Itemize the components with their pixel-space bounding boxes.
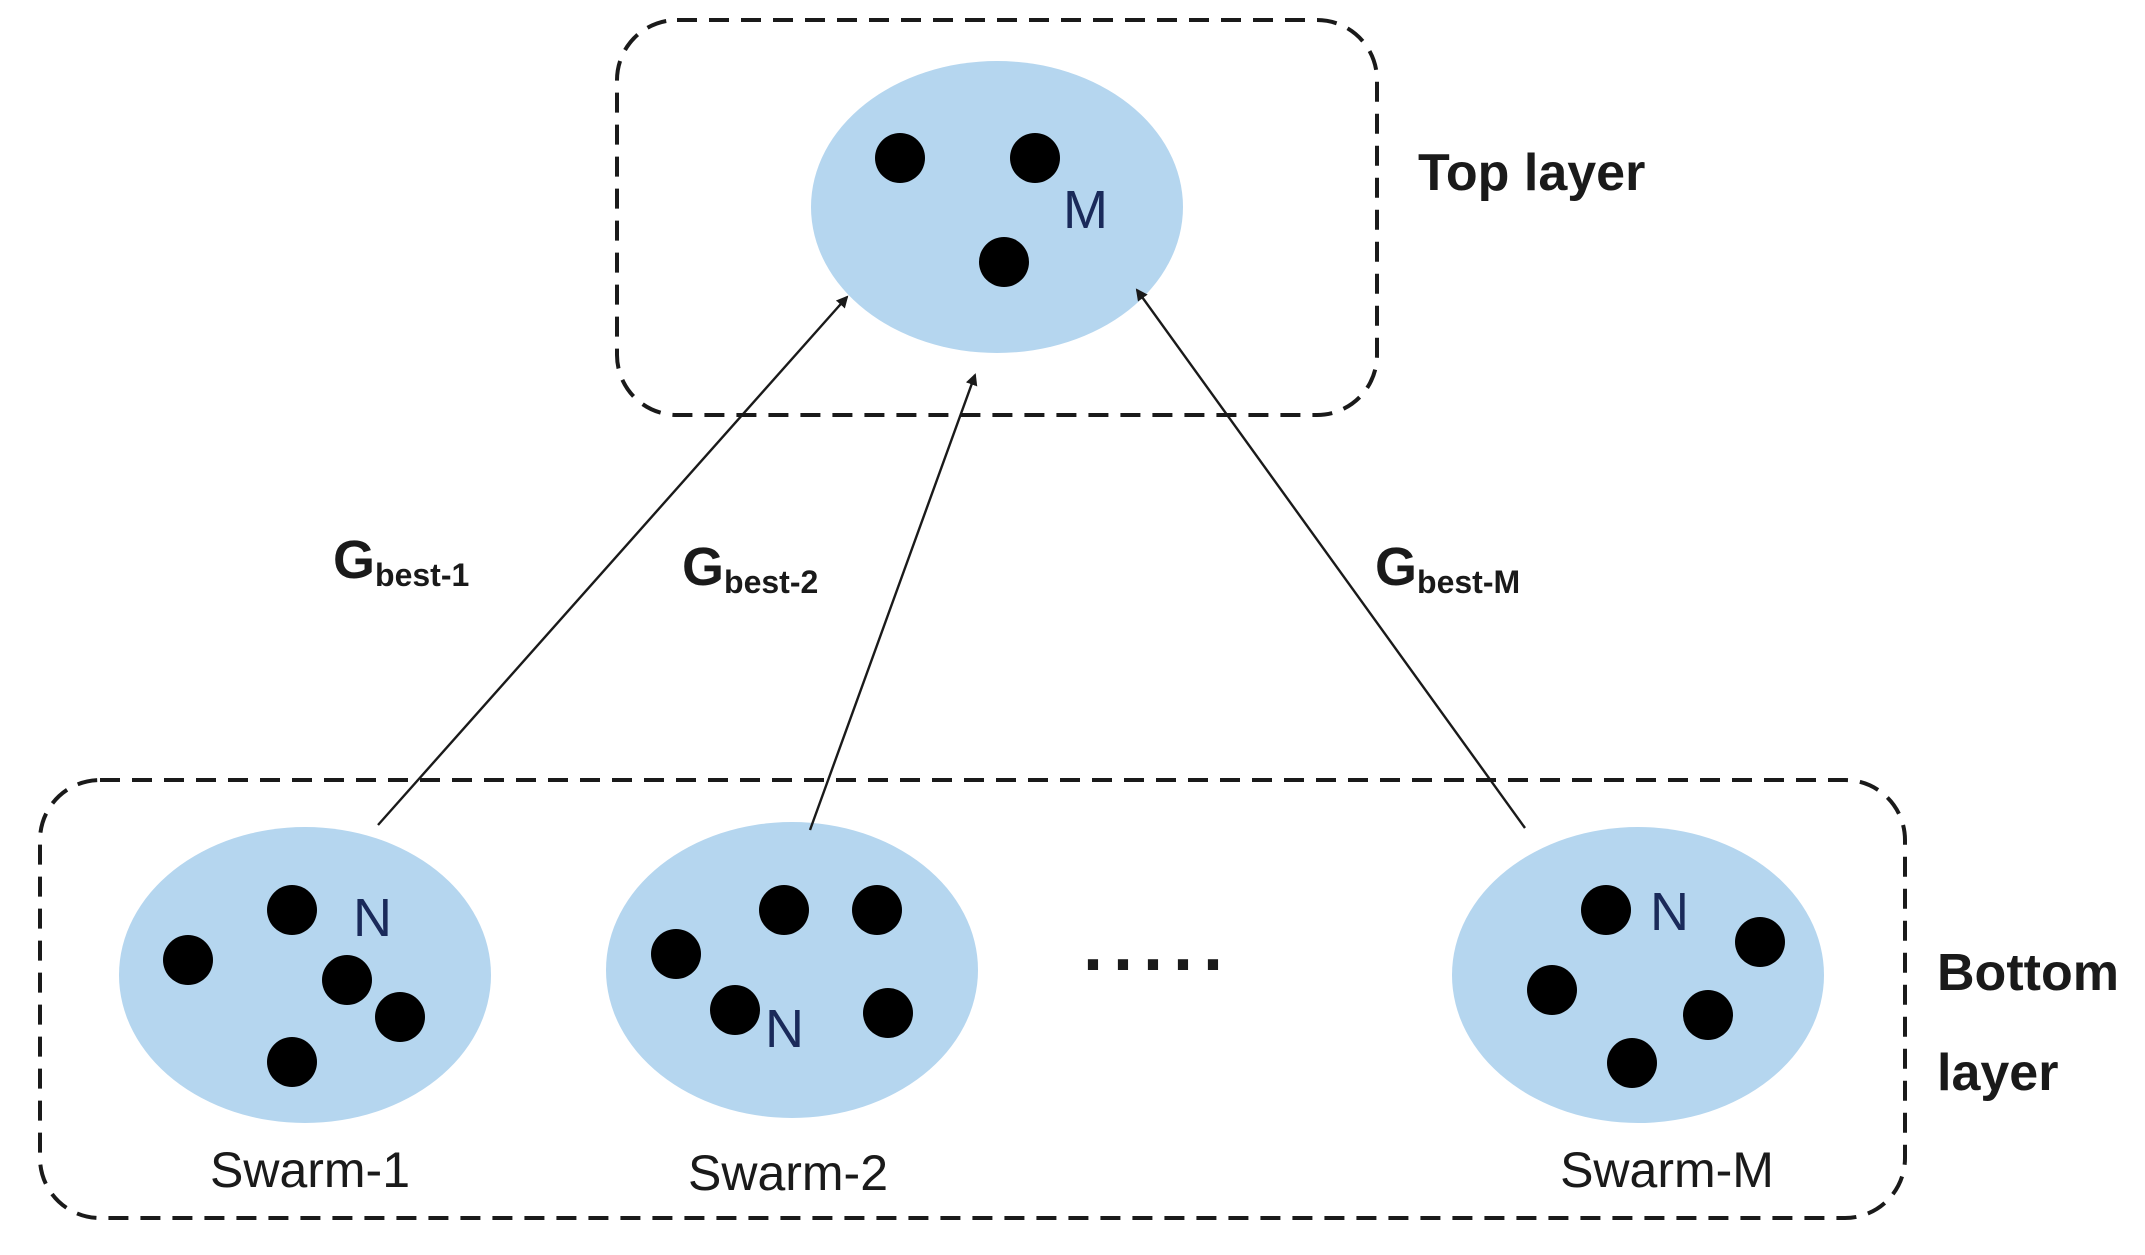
swarm-2-particle	[759, 885, 809, 935]
top-particle	[1010, 133, 1060, 183]
gbest-m-label: Gbest-M	[1375, 537, 1520, 600]
swarm-1-particle	[163, 935, 213, 985]
swarm-1-particle	[375, 992, 425, 1042]
gbest-2-sub: best-2	[724, 564, 818, 600]
swarm-2-particle	[651, 929, 701, 979]
swarm-2-name: Swarm-2	[688, 1145, 888, 1201]
swarm-1-particle	[322, 955, 372, 1005]
gbest-m-main: G	[1375, 537, 1417, 597]
swarm-m-particle	[1683, 990, 1733, 1040]
bottom-layer-label-line1: Bottom	[1937, 944, 2119, 1002]
swarm-2-count-label: N	[765, 999, 804, 1059]
gbest-1-main: G	[333, 530, 375, 590]
top-layer-box	[615, 18, 1379, 417]
top-swarm-count-label: M	[1063, 180, 1108, 240]
swarm-1-name: Swarm-1	[210, 1142, 410, 1198]
top-particle	[875, 133, 925, 183]
gbest-1-label: Gbest-1	[333, 530, 469, 593]
swarm-1-particle	[267, 885, 317, 935]
top-swarm	[811, 61, 1183, 353]
swarm-m-particle	[1607, 1038, 1657, 1088]
top-layer-label: Top layer	[1418, 144, 1645, 202]
gbest-2-label: Gbest-2	[682, 537, 818, 600]
swarm-m-particle	[1581, 885, 1631, 935]
gbest-1-sub: best-1	[375, 557, 469, 593]
bottom-layer-label-line2: layer	[1937, 1044, 2058, 1102]
swarm-1	[119, 827, 491, 1123]
swarm-m-particle	[1527, 965, 1577, 1015]
arrow-swarm-2-to-top	[808, 373, 978, 831]
arrow-swarm-1-to-top	[377, 295, 849, 826]
arrow-swarm-m-to-top	[1135, 288, 1526, 829]
top-particle	[979, 237, 1029, 287]
swarm-m-count-label: N	[1650, 882, 1689, 942]
swarm-2-particle	[710, 985, 760, 1035]
bottom-layer-box	[38, 778, 1907, 1220]
more-swarms-ellipsis: .....	[1083, 906, 1233, 986]
swarm-2-particle	[852, 885, 902, 935]
gbest-m-sub: best-M	[1417, 564, 1520, 600]
swarm-1-count-label: N	[353, 888, 392, 948]
swarm-2-particle	[863, 988, 913, 1038]
swarm-m	[1452, 827, 1824, 1123]
swarm-m-name: Swarm-M	[1560, 1142, 1774, 1198]
gbest-2-main: G	[682, 537, 724, 597]
swarm-1-particle	[267, 1037, 317, 1087]
swarm-m-particle	[1735, 917, 1785, 967]
